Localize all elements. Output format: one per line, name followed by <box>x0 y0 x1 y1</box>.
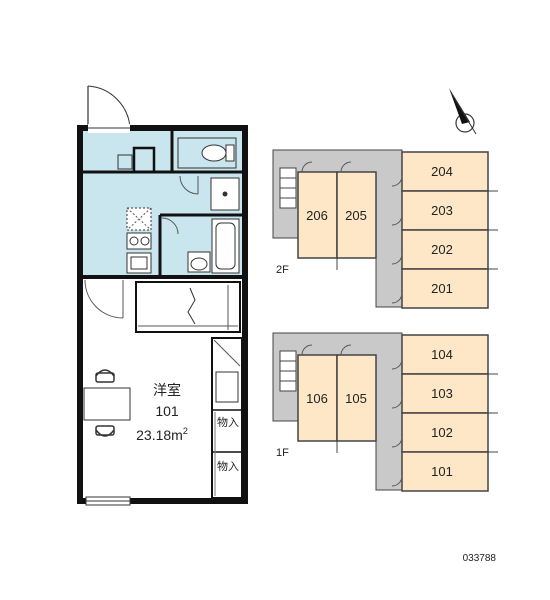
bathtub-icon <box>211 218 240 274</box>
stairs-icon <box>279 167 297 209</box>
table-icon <box>83 387 131 421</box>
closet-icon <box>135 281 241 333</box>
site-plan-2f: 206 205 204 203 202 201 2F <box>272 149 498 309</box>
unit-104 <box>401 334 489 375</box>
unit-label: 105 <box>345 391 367 406</box>
unit-label: 101 <box>431 464 453 479</box>
unit-101 <box>401 451 489 492</box>
unit-outer-wall <box>77 125 248 504</box>
unit-label: 103 <box>431 386 453 401</box>
unit-label: 106 <box>306 391 328 406</box>
dining-set <box>83 369 131 437</box>
unit-203 <box>401 190 489 231</box>
unit-201 <box>401 268 489 309</box>
storage-label: 物入 <box>217 415 239 429</box>
stairs-icon <box>279 350 297 392</box>
unit-label: 205 <box>345 208 367 223</box>
unit-204 <box>401 151 489 192</box>
unit-102 <box>401 412 489 453</box>
unit-label: 104 <box>431 347 453 362</box>
cooktop <box>126 232 152 250</box>
unit-label: 204 <box>431 164 453 179</box>
unit-label: 203 <box>431 203 453 218</box>
floor-label: 1F <box>276 447 289 459</box>
stove-icon <box>126 207 152 231</box>
room-number-label: 101 <box>155 403 179 419</box>
reference-code: 033788 <box>463 553 497 564</box>
unit-floor-plan: 洋室 101 23.18m2 物入 物入 物入 <box>77 85 248 506</box>
window <box>85 496 131 506</box>
unit-202 <box>401 229 489 270</box>
toilet-icon <box>177 137 237 169</box>
storage-column <box>211 337 243 499</box>
room-type-label: 洋室 <box>153 382 181 398</box>
floor-label: 2F <box>276 264 289 276</box>
site-plan-1f: 106 105 104 103 102 101 1F <box>272 332 498 492</box>
room-area-label: 23.18m2 <box>136 426 188 443</box>
storage-label: 物入 <box>217 459 239 473</box>
unit-label: 206 <box>306 208 328 223</box>
chair-icon <box>95 425 115 437</box>
shoe-cabinet <box>117 146 156 174</box>
unit-105 <box>336 354 377 442</box>
washing-machine-icon <box>210 177 240 211</box>
unit-label: 201 <box>431 281 453 296</box>
washbasin-icon <box>187 251 211 273</box>
unit-205 <box>336 171 377 259</box>
compass-icon <box>449 88 477 135</box>
unit-label: 202 <box>431 242 453 257</box>
sink-icon <box>126 252 152 274</box>
unit-label: 102 <box>431 425 453 440</box>
room-door <box>84 279 124 319</box>
chair-icon <box>95 369 115 383</box>
